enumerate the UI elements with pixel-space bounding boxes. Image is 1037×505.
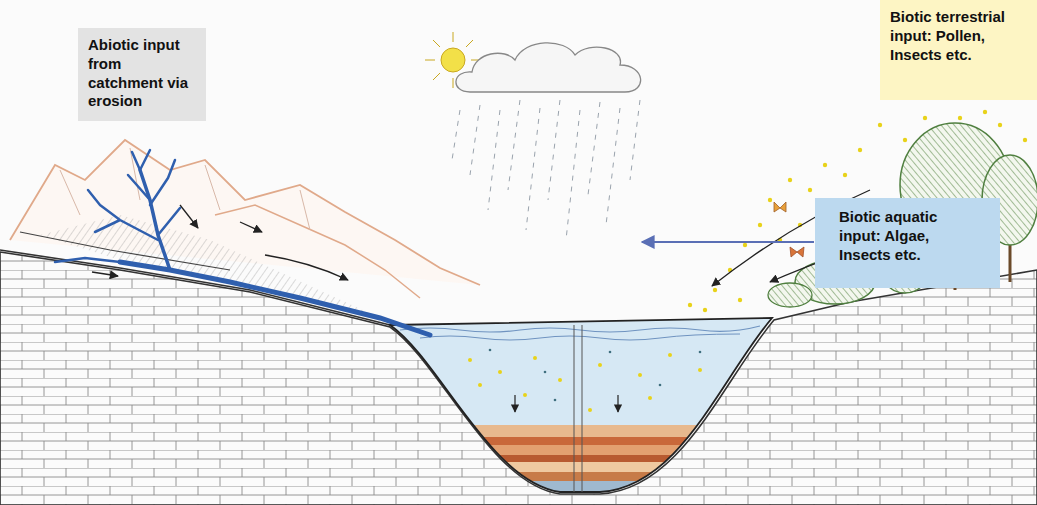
insects xyxy=(774,202,804,257)
box-label: Abiotic input from catchment via erosion xyxy=(88,36,196,111)
erosion-arrows xyxy=(92,205,348,280)
lake xyxy=(380,318,780,495)
box-label: Biotic aquatic input: Algae, Insects etc… xyxy=(839,208,961,264)
terrestrial-input-box: Biotic terrestrial input: Pollen, Insect… xyxy=(880,0,1037,100)
cloud xyxy=(456,43,641,92)
aquatic-input-box: Biotic aquatic input: Algae, Insects etc… xyxy=(815,198,1000,288)
leader-arrow xyxy=(642,241,814,243)
abiotic-input-box: Abiotic input from catchment via erosion xyxy=(78,28,206,121)
trees xyxy=(768,123,1037,307)
pollen xyxy=(688,110,1027,312)
river xyxy=(55,150,430,335)
bedrock xyxy=(0,252,1037,505)
box-label: Biotic terrestrial input: Pollen, Insect… xyxy=(890,8,1029,64)
rain xyxy=(452,100,640,240)
